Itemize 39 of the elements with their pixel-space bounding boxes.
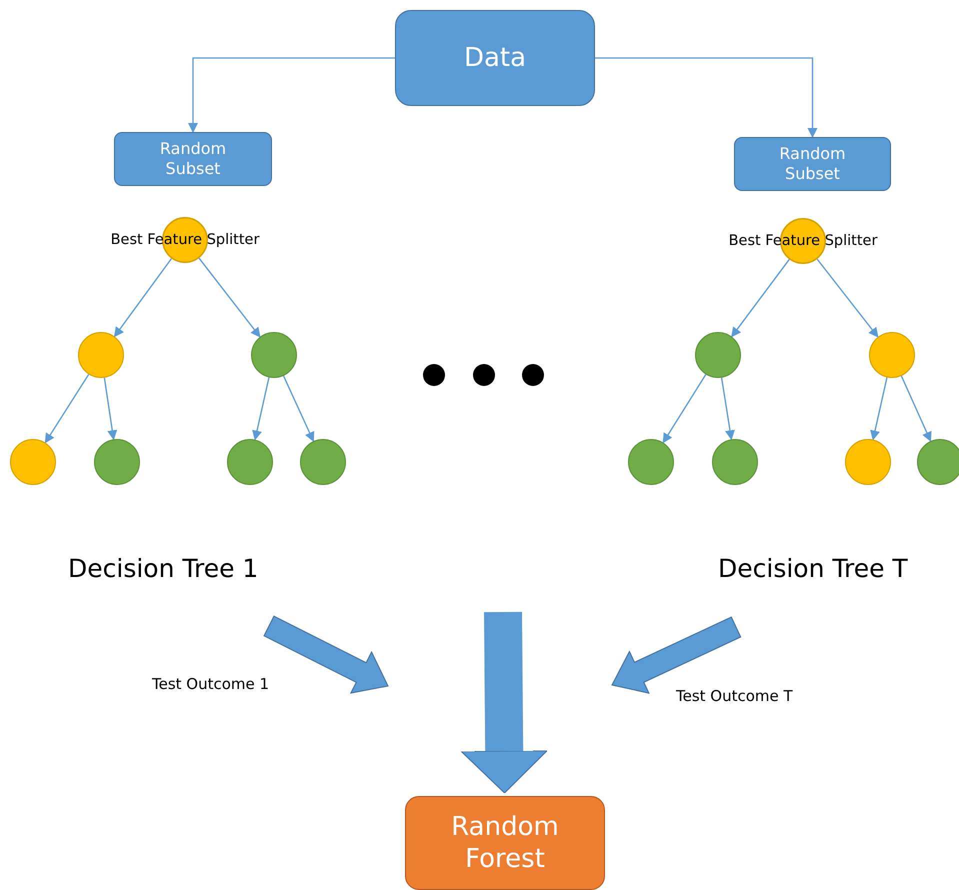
arrow [595, 57, 818, 138]
tree-node-circle [695, 332, 741, 378]
tree-caption: Decision Tree T [718, 554, 908, 583]
subset-box [114, 132, 272, 186]
tree-node-circle [712, 439, 758, 485]
node-label: Random Subset [778, 144, 847, 184]
arrow [104, 378, 118, 440]
arrow [900, 376, 932, 442]
tree-node-circle [94, 439, 140, 485]
tree-node-circle [628, 439, 674, 485]
arrow [816, 258, 878, 338]
tree-node-circle [78, 332, 124, 378]
tree-node-circle [917, 439, 959, 485]
subset-box [734, 137, 891, 191]
node-label: Random Subset [158, 139, 228, 179]
arrow [252, 377, 270, 441]
tree-node-circle [10, 439, 56, 485]
tree-node-circle [227, 439, 273, 485]
node-label: Random Forest [450, 810, 560, 876]
node-label: Data [462, 42, 528, 74]
block-arrow [460, 612, 548, 794]
arrow [114, 258, 172, 338]
tree-caption: Decision Tree 1 [68, 554, 258, 583]
arrow [188, 57, 395, 133]
outcome-label: Test Outcome T [676, 687, 793, 705]
tree-node-circle [845, 439, 891, 485]
arrow [870, 377, 888, 441]
outcome-label: Test Outcome 1 [152, 675, 270, 693]
tree-node-circle [869, 332, 915, 378]
tree-node-circle [300, 439, 346, 485]
arrow [282, 376, 314, 442]
tree-node-circle [251, 332, 297, 378]
arrow [720, 378, 735, 440]
data-box [395, 10, 595, 106]
arrow [198, 258, 261, 338]
arrow [662, 374, 706, 444]
arrow [44, 374, 90, 444]
arrow [731, 259, 790, 338]
result-box [405, 796, 605, 890]
